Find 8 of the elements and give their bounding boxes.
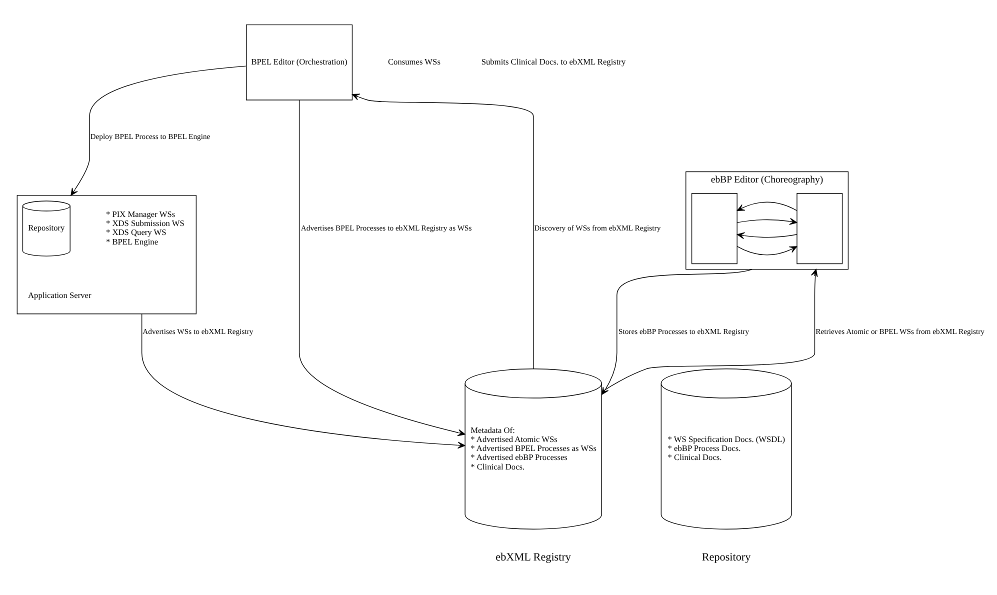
edge-label: Deploy BPEL Process to BPEL Engine bbox=[90, 132, 210, 141]
edge-label: Advertises WSs to ebXML Registry bbox=[142, 326, 254, 336]
edge-label: Advertises BPEL Processes to ebXML Registry as WSs bbox=[300, 223, 472, 232]
node-label: ebXML Registry bbox=[496, 551, 571, 564]
edge-label: Stores ebBP Processes to ebXML Registry bbox=[618, 326, 750, 336]
edge-label: Discovery of WSs from ebXML Registry bbox=[534, 223, 661, 232]
edge-label: Retrieves Atomic or BPEL WSs from ebXML Registry bbox=[816, 326, 984, 336]
node-label: Repository bbox=[702, 551, 751, 564]
